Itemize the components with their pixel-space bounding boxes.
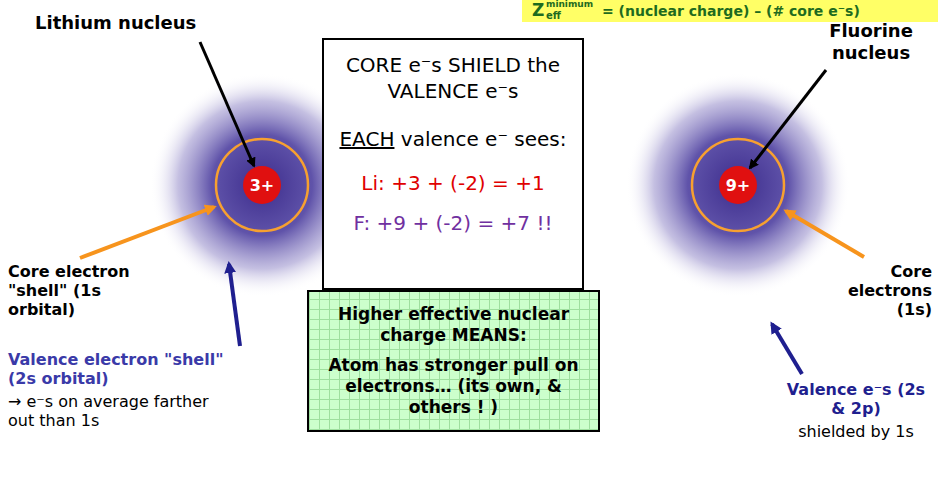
fluorine-nucleus: 9+ [718,165,758,205]
note-text: → e⁻s on average farther out than 1s [8,392,236,430]
nucleus-disc [719,166,757,204]
text-line: 3+ [250,176,275,195]
text-line: Li: +3 + (-2) = +1 [334,170,572,196]
text-line: CORE e⁻s SHIELD the VALENCE e⁻s [334,52,572,104]
meaning-body: Atom has stronger pull on electrons… (it… [328,355,578,418]
text-line: EACH valence e⁻ sees: [334,126,572,152]
lithium-core-shell [216,139,308,231]
shielding-box: CORE e⁻s SHIELD the VALENCE e⁻sEACH vale… [322,38,584,290]
formula-symbol: Z [532,2,544,19]
note-text: shielded by 1s [782,422,930,441]
meaning-heading: Higher effective nuclear charge MEANS: [338,304,569,345]
meaning-box: Higher effective nuclear charge MEANS: At… [307,290,600,432]
fluorine-core-shell [692,139,784,231]
shell-label: Valence e⁻s (2s & 2p) [782,380,930,418]
leader-arrow [772,324,802,374]
shell-label: Core electron "shell" (1s orbital) [8,262,130,320]
nuclear-charge: 3+ [250,176,275,195]
formula-text: = (nuclear charge) – (# core e⁻s) [602,4,860,18]
shielding-heading: CORE e⁻s SHIELD the VALENCE e⁻s [346,53,560,103]
leader-arrow [229,264,240,346]
text-line: F: +9 + (-2) = +7 !! [334,210,572,236]
leader-arrow [786,211,864,257]
emphasis-word: EACH [339,127,394,151]
shell-label: Valence electron "shell" (2s orbital) [8,350,230,388]
formula-subscript: eff [546,11,561,21]
leader-arrow [200,42,254,166]
fluorine-zeff: F: +9 + (-2) = +7 !! [354,211,553,235]
leader-arrow [80,207,214,258]
lithium-nucleus: 3+ [242,165,282,205]
lithium-zeff: Li: +3 + (-2) = +1 [361,171,544,195]
text-line: 9+ [726,176,751,195]
shell-label: Core electrons (1s) [830,262,932,320]
formula-superscript: minimum [546,0,593,9]
fluorine-electron-cloud [626,73,850,297]
nuclear-charge: 9+ [726,176,751,195]
leader-arrow [750,70,826,168]
atom-label: Lithium nucleus [35,12,250,34]
nucleus-disc [243,166,281,204]
text-line: Higher effective nuclear charge MEANS: [321,304,586,347]
atom-label: Fluorine nucleus [815,20,927,63]
formula-highlight [522,0,938,22]
shielding-subheading: valence e⁻ sees: [401,127,567,151]
text-line: Atom has stronger pull on electrons… (it… [321,355,586,419]
